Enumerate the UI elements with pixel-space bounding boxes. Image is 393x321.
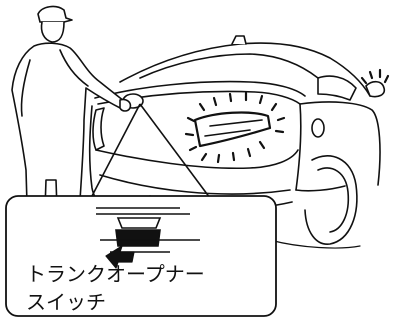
callout-label: トランクオープナー スイッチ [26,260,276,316]
callout-label-line2: スイッチ [26,288,276,316]
callout-label-line1: トランクオープナー [26,260,276,288]
callout-leader-lines [92,104,210,198]
